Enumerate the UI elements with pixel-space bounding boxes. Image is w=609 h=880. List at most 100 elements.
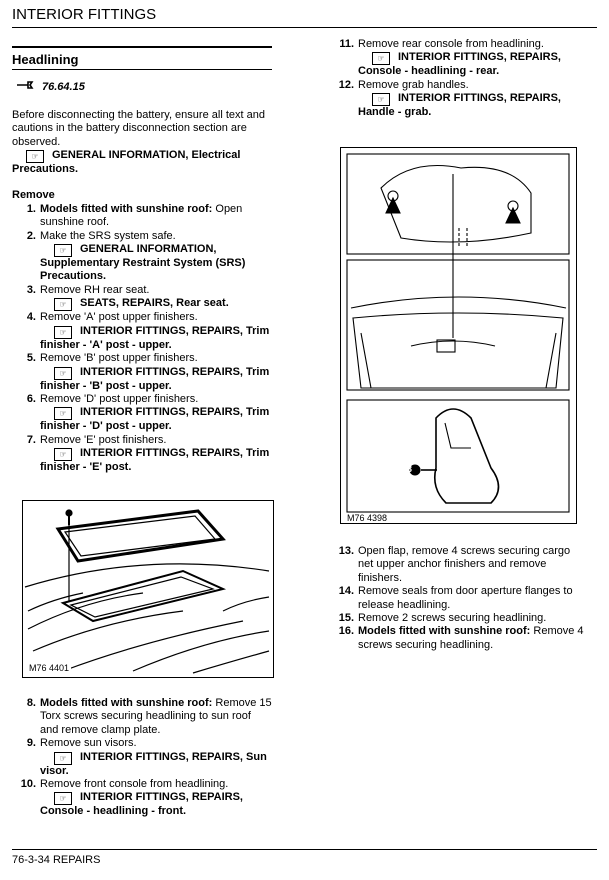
step-xref[interactable]: ☞INTERIOR FITTINGS, REPAIRS, Sun visor.: [40, 751, 272, 778]
step-xref-text: GENERAL INFORMATION, Supplementary Restr…: [40, 243, 246, 283]
step-text: Remove seals from door aperture flanges …: [358, 585, 573, 611]
step-item: 8. Models fitted with sunshine roof: Remo…: [12, 697, 272, 737]
figure-sunroof: M76 4401: [22, 500, 274, 678]
step-text: Remove 'D' post upper finishers.: [40, 392, 199, 405]
step-xref[interactable]: ☞INTERIOR FITTINGS, REPAIRS, Trim finish…: [40, 447, 272, 474]
intro-xref[interactable]: ☞GENERAL INFORMATION, Electrical Precaut…: [12, 149, 272, 176]
step-item: 4. Remove 'A' post upper finishers.☞INTER…: [12, 311, 272, 352]
cross-reference-icon: ☞: [54, 792, 72, 806]
section-title-bar: Headlining: [12, 46, 272, 71]
step-number: 4.: [26, 311, 36, 324]
headlining-illustration: [346, 153, 570, 513]
step-xref-text: INTERIOR FITTINGS, REPAIRS, Handle - gra…: [358, 92, 561, 119]
figure-code: M76 4398: [345, 513, 390, 523]
step-item: 2.Make the SRS system safe.☞GENERAL INFO…: [12, 230, 272, 284]
step-xref[interactable]: ☞INTERIOR FITTINGS, REPAIRS, Handle - gr…: [358, 92, 588, 119]
step-xref-text: INTERIOR FITTINGS, REPAIRS, Console - he…: [40, 791, 243, 818]
step-number: 14.: [338, 585, 354, 598]
step-text: Remove 15 Torx screws securing headlinin…: [40, 697, 272, 736]
step-number: 1.: [26, 202, 36, 215]
cross-reference-icon: ☞: [54, 325, 72, 339]
step-item: 7.Remove 'E' post finishers.☞INTERIOR FI…: [12, 434, 272, 475]
sunroof-illustration: [24, 509, 270, 674]
steps-list-b: 8. Models fitted with sunshine roof: Remo…: [12, 697, 272, 819]
intro-xref-text: GENERAL INFORMATION, Electrical Precauti…: [12, 149, 241, 176]
cross-reference-icon: ☞: [372, 93, 390, 107]
figure-code: M76 4401: [27, 663, 72, 673]
step-xref[interactable]: ☞INTERIOR FITTINGS, REPAIRS, Trim finish…: [40, 366, 272, 393]
step-xref-text: INTERIOR FITTINGS, REPAIRS, Trim finishe…: [40, 324, 270, 351]
step-item: 14. Remove seals from door aperture flang…: [330, 585, 588, 612]
steps-list-c: 11.Remove rear console from headlining.☞…: [330, 38, 588, 120]
step-item: 10. Remove front console from headlining.…: [12, 778, 272, 819]
step-text: Remove 4 screws securing headlining.: [358, 625, 584, 651]
step-xref[interactable]: ☞INTERIOR FITTINGS, REPAIRS, Console - h…: [40, 791, 272, 818]
step-text: Make the SRS system safe.: [40, 229, 176, 242]
step-xref[interactable]: ☞INTERIOR FITTINGS, REPAIRS, Trim finish…: [40, 325, 272, 352]
left-column-lower: 8. Models fitted with sunshine roof: Remo…: [12, 697, 272, 819]
step-text: Remove front console from headlining.: [40, 778, 229, 791]
step-number: 5.: [26, 352, 36, 365]
step-xref[interactable]: ☞SEATS, REPAIRS, Rear seat.: [40, 297, 272, 312]
step-xref-text: INTERIOR FITTINGS, REPAIRS, Trim finishe…: [40, 365, 270, 392]
step-item: 1. Models fitted with sunshine roof: Open…: [12, 203, 272, 230]
step-xref-text: INTERIOR FITTINGS, REPAIRS, Trim finishe…: [40, 447, 270, 474]
step-xref[interactable]: ☞GENERAL INFORMATION, Supplementary Rest…: [40, 243, 272, 284]
page-footer: 76-3-34 REPAIRS: [12, 854, 101, 866]
step-number: 12.: [338, 78, 354, 91]
cross-reference-icon: ☞: [54, 244, 72, 258]
step-item: 11. Remove rear console from headlining.☞…: [330, 38, 588, 79]
step-item: 12.Remove grab handles.☞INTERIOR FITTING…: [330, 79, 588, 120]
step-condition: Models fitted with sunshine roof:: [358, 625, 531, 638]
step-xref-text: INTERIOR FITTINGS, REPAIRS, Console - he…: [358, 51, 561, 78]
repair-code-row: 76.64.15: [16, 80, 272, 94]
step-text: Remove 'A' post upper finishers.: [40, 311, 198, 324]
step-text: Open flap, remove 4 screws securing carg…: [358, 545, 571, 584]
cross-reference-icon: ☞: [54, 366, 72, 380]
step-text: Open sunshine roof.: [40, 202, 243, 229]
step-number: 6.: [26, 392, 36, 405]
step-condition: Models fitted with sunshine roof:: [40, 202, 213, 215]
step-number: 15.: [338, 612, 354, 625]
step-text: Remove 2 screws securing headlining.: [358, 612, 547, 625]
step-item: 9. Remove sun visors.☞INTERIOR FITTINGS, …: [12, 737, 272, 778]
step-number: 3.: [26, 283, 36, 296]
step-item: 15. Remove 2 screws securing headlining.: [330, 612, 588, 625]
intro-text: Before disconnecting the battery, ensure…: [12, 108, 265, 148]
page-header: INTERIOR FITTINGS: [12, 6, 157, 23]
section-title: Headlining: [12, 52, 79, 67]
cross-reference-icon: ☞: [54, 298, 72, 312]
step-number: 10.: [20, 778, 36, 791]
step-item: 5.Remove 'B' post upper finishers.☞INTER…: [12, 352, 272, 393]
cross-reference-icon: ☞: [26, 150, 44, 164]
step-number: 11.: [339, 38, 354, 50]
step-number: 8.: [26, 697, 36, 709]
step-text: Remove 'E' post finishers.: [40, 433, 167, 446]
step-text: Remove sun visors.: [40, 737, 137, 750]
step-text: Remove RH rear seat.: [40, 283, 150, 296]
step-item: 13. Open flap, remove 4 screws securing c…: [330, 545, 588, 585]
step-xref[interactable]: ☞INTERIOR FITTINGS, REPAIRS, Console - h…: [358, 51, 588, 78]
step-number: 16.: [338, 625, 354, 638]
cross-reference-icon: ☞: [54, 751, 72, 765]
wrench-icon: [16, 80, 34, 94]
header-rule: [12, 27, 597, 28]
step-number: 2.: [26, 229, 36, 242]
step-xref-text: INTERIOR FITTINGS, REPAIRS, Sun visor.: [40, 750, 267, 777]
steps-list-a: 1. Models fitted with sunshine roof: Open…: [12, 203, 272, 475]
step-item: 16. Models fitted with sunshine roof: Rem…: [330, 625, 588, 652]
figure-headlining: 3 M76 4398: [340, 147, 577, 524]
step-xref-text: INTERIOR FITTINGS, REPAIRS, Trim finishe…: [40, 406, 270, 433]
left-column: Headlining 76.64.15 Before disconnecting…: [12, 46, 272, 475]
step-text: Remove grab handles.: [358, 78, 469, 91]
step-xref[interactable]: ☞INTERIOR FITTINGS, REPAIRS, Trim finish…: [40, 406, 272, 433]
callout-3: 3: [407, 464, 413, 474]
right-column-lower: 13. Open flap, remove 4 screws securing c…: [330, 545, 588, 652]
step-number: 9.: [26, 737, 36, 750]
step-item: 6. Remove 'D' post upper finishers.☞INTER…: [12, 393, 272, 434]
remove-heading: Remove: [12, 189, 55, 202]
step-condition: Models fitted with sunshine roof:: [40, 697, 213, 709]
step-text: Remove rear console from headlining.: [358, 38, 544, 50]
footer-rule: [12, 849, 597, 850]
step-number: 13.: [338, 545, 354, 557]
